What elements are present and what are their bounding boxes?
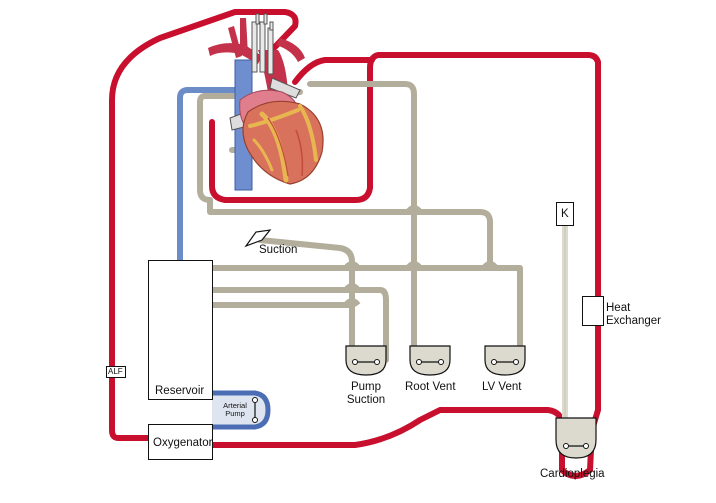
suction-wand: [244, 229, 272, 248]
pump-suction-label: Pump Suction: [341, 381, 391, 406]
pump-suction-label-line1: Pump: [350, 381, 382, 393]
alf-box: [106, 366, 126, 378]
lv-vent-label: LV Vent: [482, 381, 522, 393]
line-crossovers: [343, 205, 499, 307]
lv-vent-head: [484, 345, 526, 376]
suction-label: Suction: [259, 244, 298, 256]
k-label: K: [561, 208, 569, 220]
arterial-line-bottom: [209, 407, 565, 448]
arterial-pump-label: Arterial Pump: [218, 401, 252, 419]
heat-exchanger-box: [582, 296, 604, 326]
root-vent-head: [409, 345, 451, 376]
arterial-pump-label-line1: Arterial: [223, 401, 247, 410]
arterial-pump-label-line2: Pump: [225, 409, 245, 419]
heat-exchanger-label: Heat Exchanger: [606, 302, 661, 327]
cardioplegia-label: Cardioplegia: [540, 468, 605, 480]
heat-exchanger-label-line2: Exchanger: [606, 314, 661, 327]
k-box: [556, 202, 574, 226]
cardioplegia-head: [555, 417, 597, 459]
venous-drainage-line: [177, 87, 248, 265]
reservoir-label: Reservoir: [155, 385, 205, 397]
heart-illustration: [208, 13, 324, 191]
arterial-pump-rollers: [252, 397, 258, 423]
alf-label: ALF: [108, 367, 123, 376]
oxygenator-label: Oxygenator: [153, 437, 213, 449]
arterial-line-heart-top: [292, 57, 375, 85]
root-vent-label: Root Vent: [405, 381, 456, 393]
arterial-line-left: [109, 9, 299, 441]
reservoir-box: [148, 260, 213, 400]
pump-suction-head: [345, 345, 387, 376]
oxygenator-box: [148, 424, 213, 460]
pump-suction-label-line2: Suction: [346, 393, 386, 406]
heat-exchanger-label-line1: Heat: [606, 302, 631, 314]
